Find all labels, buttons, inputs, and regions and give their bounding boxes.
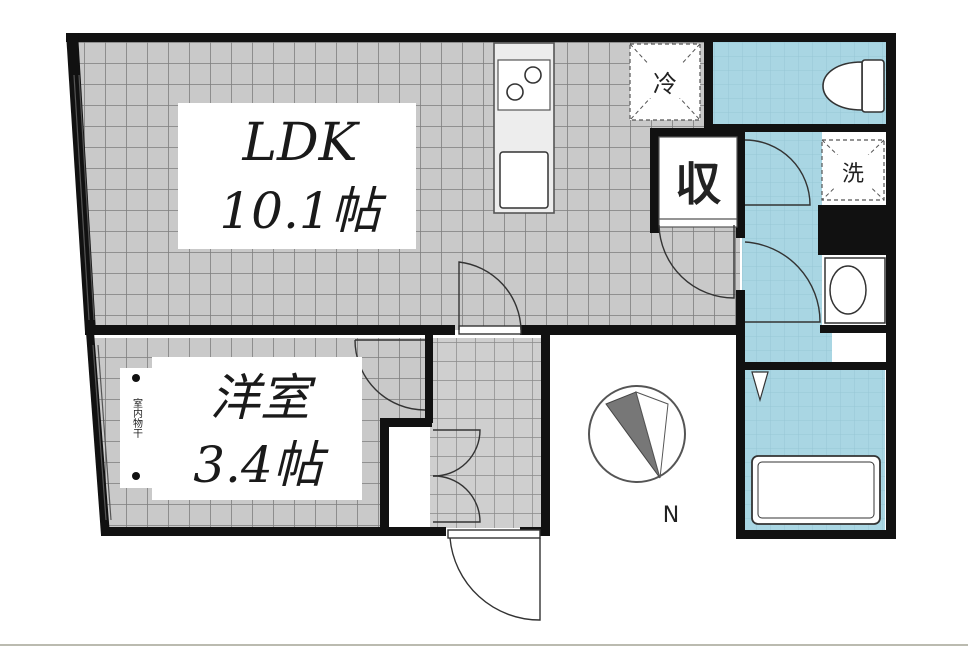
- stove-burner-icon: [506, 83, 524, 101]
- storage-closet: 収: [658, 136, 738, 228]
- fridge-label: 冷: [653, 70, 677, 98]
- shower-icon: [751, 371, 769, 403]
- western-name: 洋室: [210, 369, 316, 427]
- ldk-size: 10.1帖: [219, 182, 386, 240]
- sink-icon: [499, 151, 549, 209]
- wash-basin-icon: [824, 257, 886, 324]
- washer-label: 洗: [842, 162, 864, 187]
- washer-space: 洗: [821, 139, 885, 201]
- compass-north-label: N: [663, 503, 679, 528]
- fridge-space: 冷: [629, 43, 701, 121]
- stove-burner-icon: [524, 66, 542, 84]
- western-window: [92, 344, 112, 521]
- indoor-drying-label: 室内物干: [131, 397, 143, 439]
- walls: [66, 33, 896, 539]
- footer-divider: [0, 644, 968, 646]
- storage-label: 収: [675, 157, 721, 211]
- entrance-floor: [430, 338, 545, 528]
- toilet-icon: [822, 59, 885, 113]
- western-label-box: 洋室 3.4帖: [152, 357, 362, 500]
- ldk-name: LDK: [241, 113, 360, 173]
- washroom-floor: [742, 130, 832, 368]
- kitchen-counter: [493, 42, 555, 214]
- western-size: 3.4帖: [193, 436, 329, 494]
- doors: [354, 139, 821, 621]
- bathtub-icon: [751, 455, 881, 525]
- ldk-label-box: LDK 10.1帖: [178, 103, 416, 249]
- indoor-drying-rack: 室内物干: [120, 368, 152, 488]
- ldk-window: [73, 74, 95, 321]
- compass-icon: N: [588, 385, 686, 528]
